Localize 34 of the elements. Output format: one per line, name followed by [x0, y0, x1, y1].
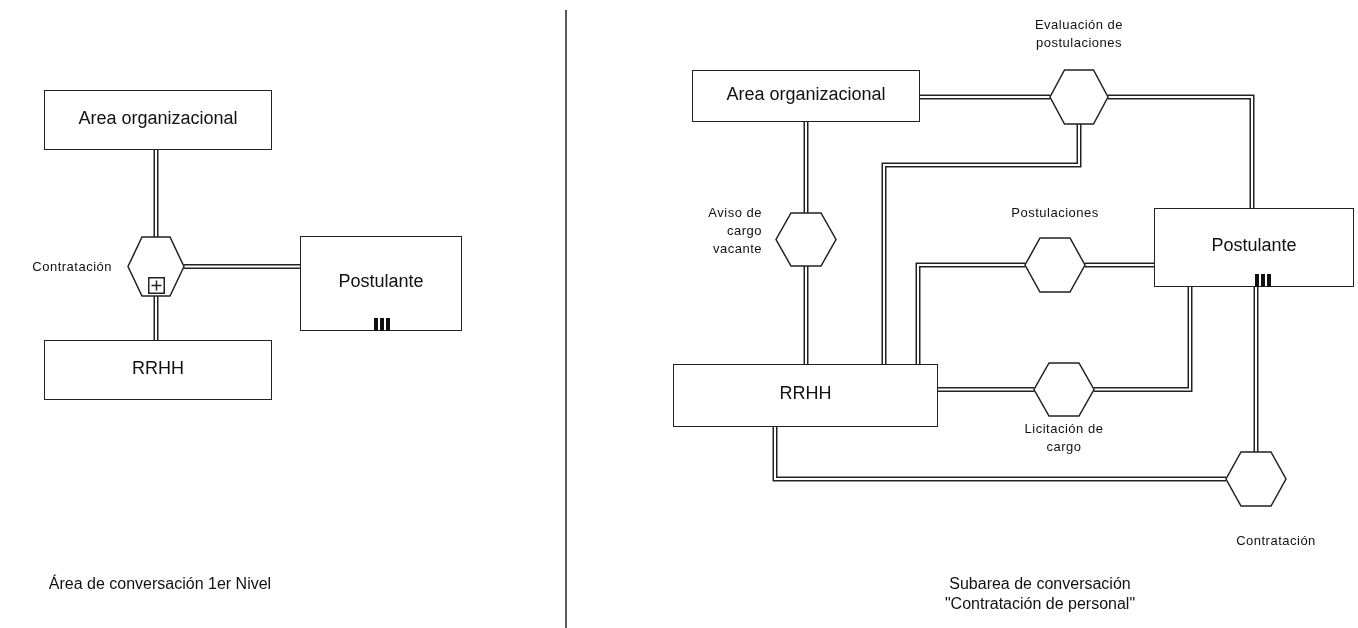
double-line-connector — [938, 387, 1034, 392]
entity-name: Area organizacional — [78, 107, 238, 129]
double-line-connector — [153, 296, 159, 340]
area-caption: Subarea de conversación "Contratación de personal" — [943, 574, 1137, 614]
entity-box — [44, 340, 272, 400]
area-caption: Área de conversación 1er Nivel — [47, 574, 273, 594]
double-line-connector — [1108, 94, 1255, 208]
entity-name: Postulante — [1211, 235, 1297, 256]
double-line-connector — [184, 264, 300, 269]
double-line-connector — [803, 122, 809, 213]
double-line-connector — [772, 427, 1226, 482]
double-line-connector — [915, 262, 1025, 364]
double-line-connector — [1085, 262, 1154, 268]
entity-box — [300, 236, 462, 331]
double-line-connector — [881, 124, 1082, 364]
entity-box — [692, 70, 920, 122]
entity-name: RRHH — [132, 357, 184, 379]
conversation-label: Contratación — [32, 257, 112, 276]
entity-box — [44, 90, 272, 150]
double-line-connector — [920, 94, 1050, 100]
double-line-connector — [1094, 287, 1193, 392]
conversation-label: Evaluación de postulaciones — [1033, 16, 1125, 52]
double-line-connector — [803, 266, 809, 364]
conversation-label: Aviso de cargo vacante — [707, 203, 762, 258]
double-line-connector — [1253, 287, 1259, 452]
entity-box — [1154, 208, 1354, 287]
entity-name: RRHH — [779, 383, 832, 404]
entity-name: Postulante — [338, 271, 424, 292]
entity-name: Area organizacional — [726, 83, 886, 105]
double-line-connector — [153, 150, 159, 237]
conversation-label: Licitación de cargo — [1023, 420, 1105, 456]
conversation-label: Postulaciones — [1010, 204, 1100, 222]
conversation-label: Contratación — [1235, 532, 1317, 550]
entity-box — [673, 364, 938, 427]
